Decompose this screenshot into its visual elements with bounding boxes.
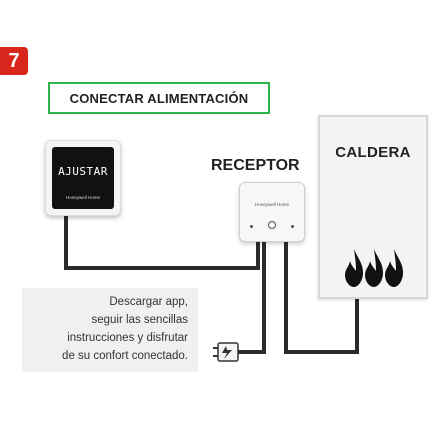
receiver-led-right (291, 225, 294, 228)
flame-icon (345, 249, 403, 287)
thermostat-screen: AJUSTAR Honeywell Home (52, 147, 114, 209)
boiler-cable (284, 238, 359, 354)
thermostat-screen-text: AJUSTAR (58, 165, 108, 178)
thermostat-device: AJUSTAR Honeywell Home (45, 140, 121, 216)
boiler-device: CALDERA (318, 115, 428, 299)
receiver-button-icon (268, 221, 276, 229)
boiler-label: CALDERA (335, 144, 411, 161)
step-title: CONECTAR ALIMENTACIÓN (48, 82, 270, 114)
thermostat-brand: Honeywell Home (65, 195, 100, 200)
instruction-line: Descargar app, (109, 296, 188, 308)
instruction-line: de su confort conectado. (62, 350, 188, 362)
power-cable (238, 238, 266, 354)
receiver-brand: Honeywell Home (254, 202, 289, 207)
instruction-line: instrucciones y disfrutar (67, 332, 188, 344)
thermostat-cable (64, 212, 260, 270)
step-number: 7 (8, 49, 20, 72)
instructions-box: Descargar app, seguir las sencillas inst… (22, 288, 198, 372)
receiver-led-left (250, 225, 253, 228)
power-plug-icon (213, 342, 239, 362)
receiver-label: RECEPTOR (211, 157, 300, 174)
step-title-text: CONECTAR ALIMENTACIÓN (69, 90, 249, 106)
step-number-badge: 7 (0, 47, 28, 75)
receiver-device: Honeywell Home (239, 182, 305, 242)
instruction-line: seguir las sencillas (91, 314, 188, 326)
